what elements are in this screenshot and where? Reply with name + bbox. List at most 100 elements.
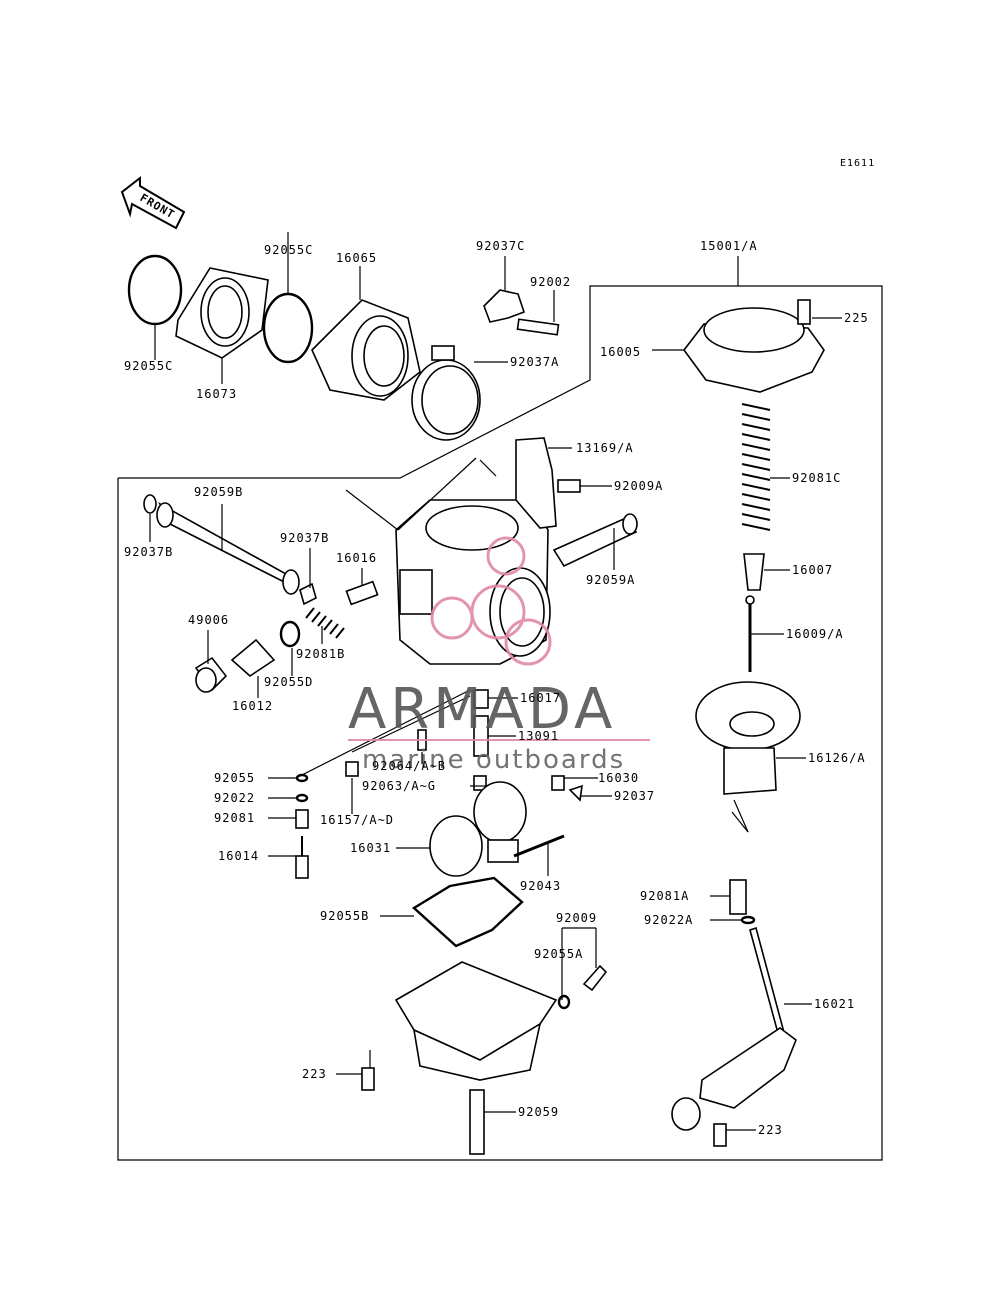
label-49006: 49006 — [188, 613, 229, 627]
label-16126a: 16126/A — [808, 751, 866, 765]
label-92043: 92043 — [520, 879, 561, 893]
insulator-16073 — [175, 267, 269, 359]
jet-16157ad — [345, 761, 359, 777]
label-16016: 16016 — [336, 551, 377, 565]
label-16014: 16014 — [218, 849, 259, 863]
watermark: ARMADA marine outboards — [348, 536, 650, 775]
label-92037b-right: 92037B — [280, 531, 329, 545]
drain-screw-92009 — [582, 964, 608, 992]
screw-92002 — [516, 318, 560, 336]
label-92055: 92055 — [214, 771, 255, 785]
starter-plunger-16012 — [230, 638, 276, 678]
tube-92059 — [469, 1089, 485, 1155]
label-16007: 16007 — [792, 563, 833, 577]
label-92081: 92081 — [214, 811, 255, 825]
clip-92037b-left — [143, 494, 157, 514]
label-225: 225 — [844, 311, 869, 325]
spring-92081b — [305, 607, 345, 639]
label-16009a: 16009/A — [786, 627, 844, 641]
float-16031 — [429, 781, 527, 877]
washer-92022 — [295, 793, 309, 803]
label-92009a: 92009A — [614, 479, 663, 493]
front-arrow: FRONT — [120, 175, 186, 230]
label-16030: 16030 — [598, 771, 639, 785]
label-16012: 16012 — [232, 699, 273, 713]
label-92081b: 92081B — [296, 647, 345, 661]
cap-49006 — [194, 656, 228, 693]
label-15001a: 15001/A — [700, 239, 758, 253]
clamp-92037a — [411, 345, 481, 441]
label-16021: 16021 — [814, 997, 855, 1011]
label-92059b: 92059B — [194, 485, 243, 499]
label-92022a: 92022A — [644, 913, 693, 927]
screw-223-lever — [713, 1123, 727, 1147]
label-92059: 92059 — [518, 1105, 559, 1119]
label-92064ab: 92064/A~B — [372, 759, 446, 773]
spring-92081 — [295, 809, 309, 829]
label-16031: 16031 — [350, 841, 391, 855]
label-92037c: 92037C — [476, 239, 525, 253]
label-16065: 16065 — [336, 251, 377, 265]
label-92037a: 92037A — [510, 355, 559, 369]
jet-16017 — [473, 689, 489, 709]
float-bowl — [394, 961, 558, 1081]
label-13169a: 13169/A — [576, 441, 634, 455]
leader-lines — [149, 232, 842, 1131]
label-92059a: 92059A — [586, 573, 635, 587]
outer-frame — [117, 285, 883, 1161]
holder-16065 — [311, 299, 421, 401]
vacuum-piston-16126a — [695, 681, 801, 795]
o-ring-92055 — [295, 773, 309, 783]
label-13091: 13091 — [518, 729, 559, 743]
part-labels: 92055C 16073 92055C 16065 92037C 92002 9… — [124, 239, 869, 1137]
spring-92081c — [741, 403, 771, 531]
starter-lever-16021 — [671, 926, 797, 1131]
label-16157ad: 16157/A~D — [320, 813, 394, 827]
watermark-logo-icon — [430, 536, 552, 666]
jet-needle-16009a — [745, 595, 755, 672]
screw-225 — [797, 299, 811, 325]
tube-92059a — [552, 513, 638, 568]
label-92055d: 92055D — [264, 675, 313, 689]
label-92081a: 92081A — [640, 889, 689, 903]
label-16005: 16005 — [600, 345, 641, 359]
watermark-tagline: marine outboards — [362, 745, 625, 775]
washer-92022a — [740, 915, 756, 925]
screw-223-bowl — [361, 1067, 375, 1091]
float-valve-16030 — [551, 775, 565, 791]
watermark-brand: ARMADA — [348, 677, 616, 742]
label-223-bowl: 223 — [302, 1067, 327, 1081]
pin-92043 — [513, 834, 565, 858]
tube-92059b — [156, 502, 300, 595]
pilot-screw-16014 — [295, 836, 309, 879]
label-92022: 92022 — [214, 791, 255, 805]
label-92009: 92009 — [556, 911, 597, 925]
label-92037: 92037 — [614, 789, 655, 803]
o-ring-92055d — [279, 620, 301, 648]
spring-92081a — [729, 879, 747, 915]
label-16017: 16017 — [520, 691, 561, 705]
clip-92037b-right — [299, 582, 317, 606]
gasket-92055b — [412, 876, 524, 948]
diagram-code: E1611 — [840, 158, 875, 169]
bracket-13169a — [515, 437, 557, 529]
o-ring-92055a — [557, 994, 571, 1010]
label-16073: 16073 — [196, 387, 237, 401]
label-92063ag: 92063/A~G — [362, 779, 436, 793]
label-223-lever: 223 — [758, 1123, 783, 1137]
label-92081c: 92081C — [792, 471, 841, 485]
label-92055b: 92055B — [320, 909, 369, 923]
label-92055c-right: 92055C — [264, 243, 313, 257]
top-cover-16005 — [682, 307, 825, 393]
needle-holder-16007 — [743, 553, 765, 591]
clip-92037 — [568, 784, 583, 802]
o-ring-92055c-right — [262, 292, 314, 364]
o-ring-92055c-left — [127, 254, 183, 326]
carburetor-body — [395, 499, 551, 665]
plunger-16016 — [345, 580, 379, 606]
label-92055c-left: 92055C — [124, 359, 173, 373]
label-92002: 92002 — [530, 275, 571, 289]
label-92037b-left: 92037B — [124, 545, 173, 559]
